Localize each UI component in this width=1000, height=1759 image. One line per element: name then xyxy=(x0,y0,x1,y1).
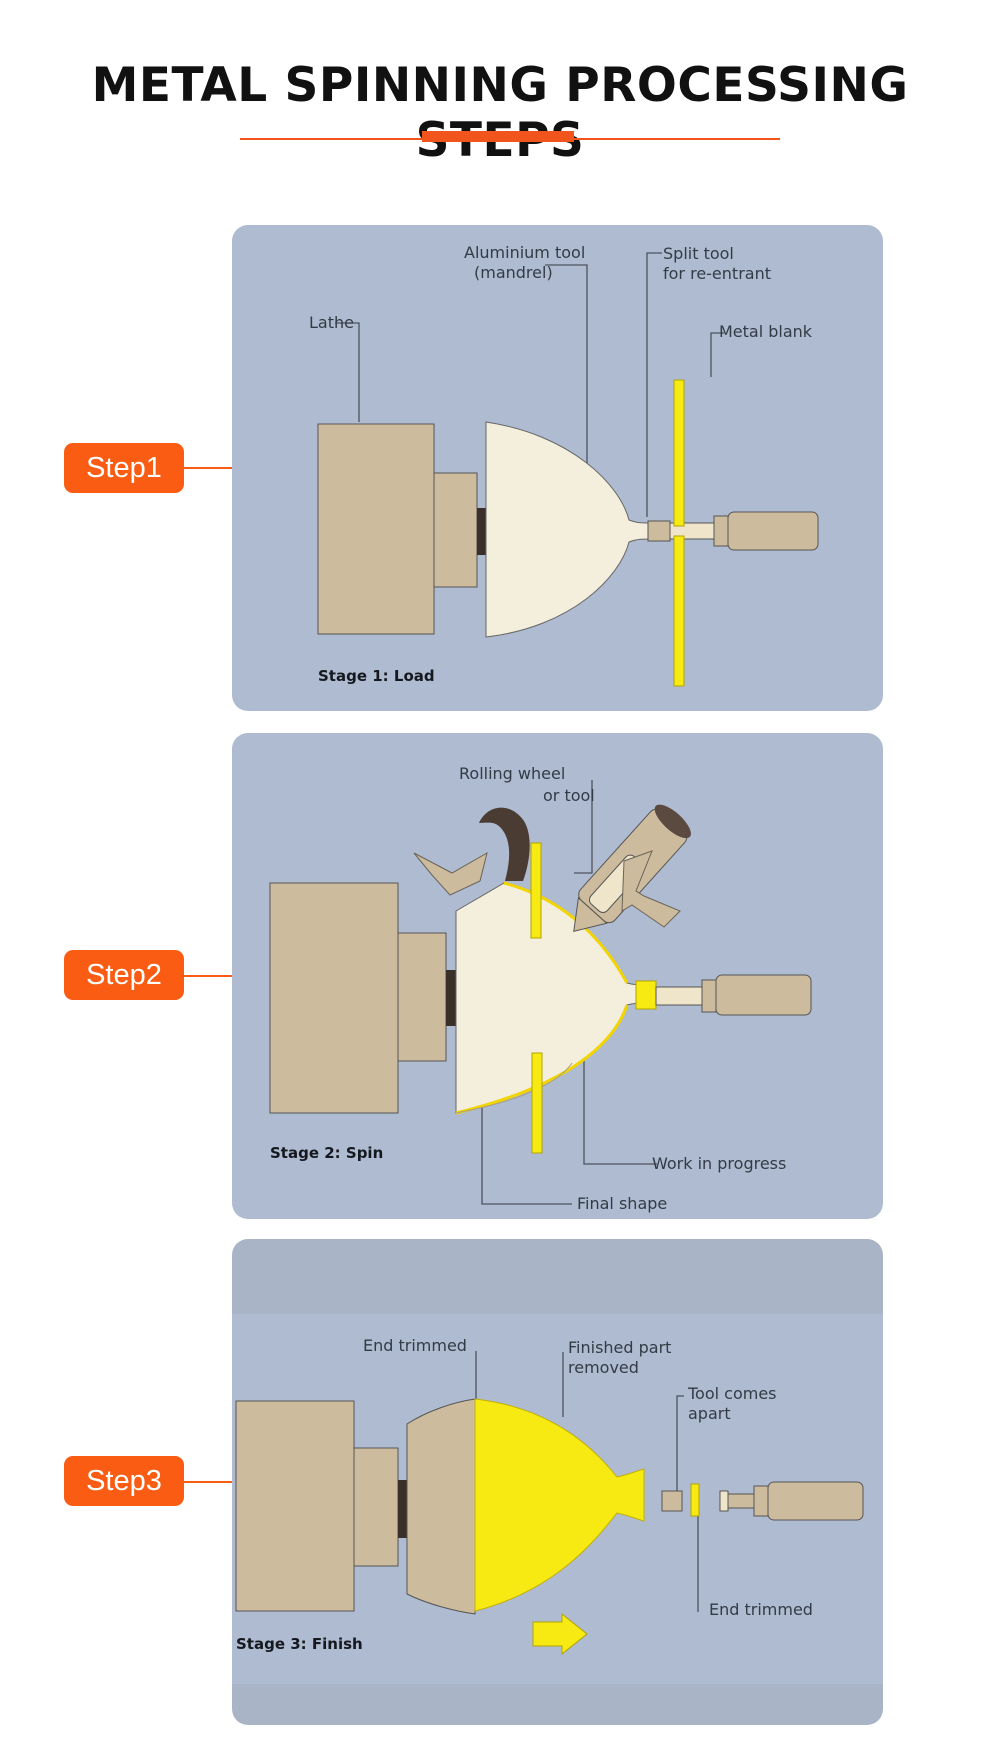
stage-2-caption: Stage 2: Spin xyxy=(270,1144,383,1162)
step-2-badge: Step2 xyxy=(64,950,184,1000)
step-2-connector xyxy=(184,975,234,977)
title-underline-accent xyxy=(422,131,574,142)
finished-part-label: Finished part xyxy=(568,1338,671,1357)
split-tool-label: Split tool xyxy=(663,244,734,263)
mandrel-label-sub: (mandrel) xyxy=(474,263,553,282)
step-2-panel: Rolling wheel or tool Work in progress F… xyxy=(232,733,883,1219)
step-1-badge: Step1 xyxy=(64,443,184,493)
stage-3-diagram: End trimmed Finished part removed Tool c… xyxy=(232,1239,883,1725)
metal-blank-label: Metal blank xyxy=(719,322,813,341)
step-1-panel: Lathe Aluminium tool (mandrel) Split too… xyxy=(232,225,883,711)
rolling-wheel-label-sub: or tool xyxy=(543,786,595,805)
step-3-panel: End trimmed Finished part removed Tool c… xyxy=(232,1239,883,1725)
step-3-connector xyxy=(184,1481,234,1483)
end-trimmed-bottom-label: End trimmed xyxy=(709,1600,813,1619)
tool-apart-label-sub: apart xyxy=(688,1404,731,1423)
lathe-label: Lathe xyxy=(309,313,354,332)
step-3-badge: Step3 xyxy=(64,1456,184,1506)
stage-2-diagram: Rolling wheel or tool Work in progress F… xyxy=(232,733,883,1219)
work-in-progress-label: Work in progress xyxy=(652,1154,786,1173)
finished-part-label-sub: removed xyxy=(568,1358,639,1377)
end-trimmed-top-label: End trimmed xyxy=(363,1336,467,1355)
tool-apart-label: Tool comes xyxy=(687,1384,777,1403)
rolling-wheel-label: Rolling wheel xyxy=(459,764,565,783)
stage-1-diagram: Lathe Aluminium tool (mandrel) Split too… xyxy=(232,225,883,711)
stage-3-caption: Stage 3: Finish xyxy=(236,1635,363,1653)
page-title: METAL SPINNING PROCESSING STEPS xyxy=(91,58,909,168)
final-shape-label: Final shape xyxy=(577,1194,667,1213)
mandrel-label: Aluminium tool xyxy=(464,243,585,262)
stage-1-caption: Stage 1: Load xyxy=(318,667,435,685)
split-tool-label-sub: for re-entrant xyxy=(663,264,771,283)
step-1-connector xyxy=(184,467,234,469)
